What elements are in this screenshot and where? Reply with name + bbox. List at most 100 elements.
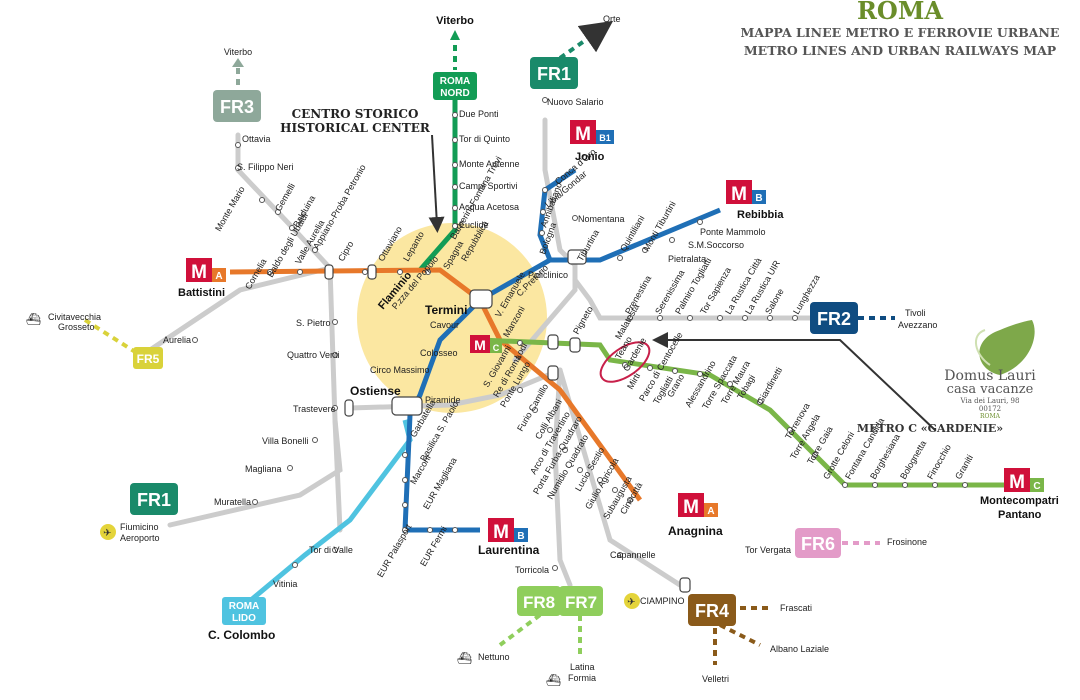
- station-label: Monte Mario: [213, 185, 247, 233]
- label-laurentina: Laurentina: [478, 543, 540, 557]
- label-pantano: Pantano: [998, 509, 1042, 521]
- svg-text:C: C: [493, 343, 500, 353]
- label-viterbo-left: Viterbo: [224, 47, 252, 57]
- badge-fr8[interactable]: FR8: [517, 586, 561, 616]
- station-label: Vitinia: [273, 579, 297, 589]
- brand-city: ROMA: [980, 413, 1001, 420]
- label-fiumicino: Fiumicino: [120, 522, 159, 532]
- label-frascati: Frascati: [780, 603, 812, 613]
- station-label: Ponte Mammolo: [700, 227, 766, 237]
- station-label: Cipro: [336, 239, 355, 263]
- rail-lines: [147, 117, 853, 588]
- station-label: Quattro Venti: [287, 350, 340, 360]
- metro-c-gardenie-note: METRO C «GARDENIE»: [857, 422, 1003, 435]
- badge-fr1-south[interactable]: FR1: [130, 483, 178, 515]
- station-label: Muratella: [214, 497, 251, 507]
- station-label: Aurelia: [163, 335, 191, 345]
- badge-roma-lido[interactable]: ROMA LIDO: [222, 597, 266, 625]
- svg-text:M: M: [474, 337, 486, 353]
- svg-text:FR6: FR6: [801, 534, 835, 554]
- label-ostiense: Ostiense: [350, 384, 401, 398]
- svg-text:B: B: [755, 193, 762, 204]
- metro-badge-pantano[interactable]: M C: [1004, 468, 1044, 493]
- historical-center-subtitle: HISTORICAL CENTER: [280, 121, 431, 135]
- svg-text:FR5: FR5: [137, 352, 160, 366]
- svg-text:B1: B1: [599, 133, 611, 143]
- label-nettuno: Nettuno: [478, 652, 510, 662]
- metro-badge-battistini[interactable]: M A: [186, 258, 226, 283]
- badge-fr7[interactable]: FR7: [559, 586, 603, 616]
- svg-text:FR7: FR7: [565, 593, 597, 612]
- svg-text:LIDO: LIDO: [232, 613, 256, 624]
- badge-fr2[interactable]: FR2: [810, 302, 858, 334]
- station-label: Pietralata: [668, 254, 706, 264]
- gardenie-highlight[interactable]: [594, 334, 656, 389]
- title-italian: MAPPA LINEE METRO E FERROVIE URBANE: [740, 25, 1060, 40]
- brand-sub: casa vacanze: [947, 382, 1034, 397]
- roma-lido-line: [243, 419, 413, 607]
- ship-icon-formia: ⛴: [546, 673, 561, 687]
- airport-glyph-fiumicino: ✈: [103, 528, 111, 539]
- label-viterbo-top: Viterbo: [436, 15, 474, 27]
- badge-fr5[interactable]: FR5: [133, 347, 163, 369]
- station-label: Capannelle: [610, 550, 656, 560]
- svg-text:B: B: [517, 531, 524, 542]
- airport-icon-fiumicino: [100, 524, 116, 540]
- badge-fr6[interactable]: FR6: [795, 528, 841, 558]
- svg-text:FR1: FR1: [537, 64, 571, 84]
- station-label: Trastevere: [293, 404, 336, 414]
- label-civitavecchia: Civitavecchia: [48, 312, 101, 322]
- badge-fr1-north[interactable]: FR1: [530, 57, 578, 89]
- badge-fr3[interactable]: FR3: [213, 90, 261, 122]
- roma-nord-line: [418, 100, 458, 272]
- station-label: Marconi: [408, 453, 433, 486]
- label-grosseto: Grosseto: [58, 322, 95, 332]
- station-label: EUR Palasport: [375, 522, 414, 579]
- svg-text:FR4: FR4: [695, 601, 729, 621]
- label-jonio: Jonio: [575, 151, 605, 163]
- station-label: Ottavia: [242, 134, 271, 144]
- brand-logo: [975, 320, 1035, 375]
- airport-icon-ciampino: [624, 593, 640, 609]
- station-label: S. Filippo Neri: [237, 162, 294, 172]
- svg-text:ROMA: ROMA: [440, 76, 471, 87]
- gardenie-pointer: [652, 332, 936, 431]
- badge-roma-nord[interactable]: ROMA NORD: [433, 72, 477, 100]
- badge-fr4[interactable]: FR4: [688, 594, 736, 626]
- metro-badge-anagnina[interactable]: M A: [678, 493, 718, 518]
- station-dots: [192, 97, 968, 571]
- svg-text:A: A: [215, 271, 222, 282]
- label-battistini: Battistini: [178, 287, 225, 299]
- station-label: Tor Vergata: [745, 545, 791, 555]
- svg-text:M: M: [191, 262, 207, 283]
- label-anagnina: Anagnina: [668, 524, 723, 538]
- title-english: METRO LINES AND URBAN RAILWAYS MAP: [743, 43, 1057, 58]
- svg-text:FR1: FR1: [137, 490, 171, 510]
- fr1-north-line: [558, 20, 614, 60]
- metro-badge-jonio[interactable]: M B1: [570, 120, 614, 145]
- metro-badge-termini-c[interactable]: M C: [470, 335, 502, 353]
- station-label: Bolognetta: [898, 439, 928, 481]
- station-label: Cavour: [430, 320, 459, 330]
- station-label: Piramide: [425, 395, 461, 405]
- label-termini: Termini: [425, 303, 467, 317]
- label-ciampino: CIAMPINO: [640, 596, 685, 606]
- fr4-lines: [713, 606, 770, 665]
- label-albano: Albano Laziale: [770, 644, 829, 654]
- metro-badge-rebibbia[interactable]: M B: [726, 180, 766, 205]
- label-frosinone: Frosinone: [887, 537, 927, 547]
- station-label: Magliana: [245, 464, 282, 474]
- station-label: Monte Antenne: [459, 159, 520, 169]
- station-label: Finocchio: [925, 443, 953, 481]
- station-label: Appiano-Proba Petronio: [311, 163, 368, 251]
- label-orte: Orte: [603, 14, 621, 24]
- center-pointer: [428, 134, 445, 233]
- viterbo-left-arrow: [232, 58, 244, 67]
- metro-badge-laurentina[interactable]: M B: [488, 518, 528, 543]
- station-label: Campi Sportivi: [459, 181, 518, 191]
- station-label: Salone: [763, 287, 786, 316]
- svg-text:FR2: FR2: [817, 309, 851, 329]
- svg-text:FR8: FR8: [523, 593, 555, 612]
- station-label: Nomentana: [578, 214, 625, 224]
- label-avezzano: Avezzano: [898, 320, 937, 330]
